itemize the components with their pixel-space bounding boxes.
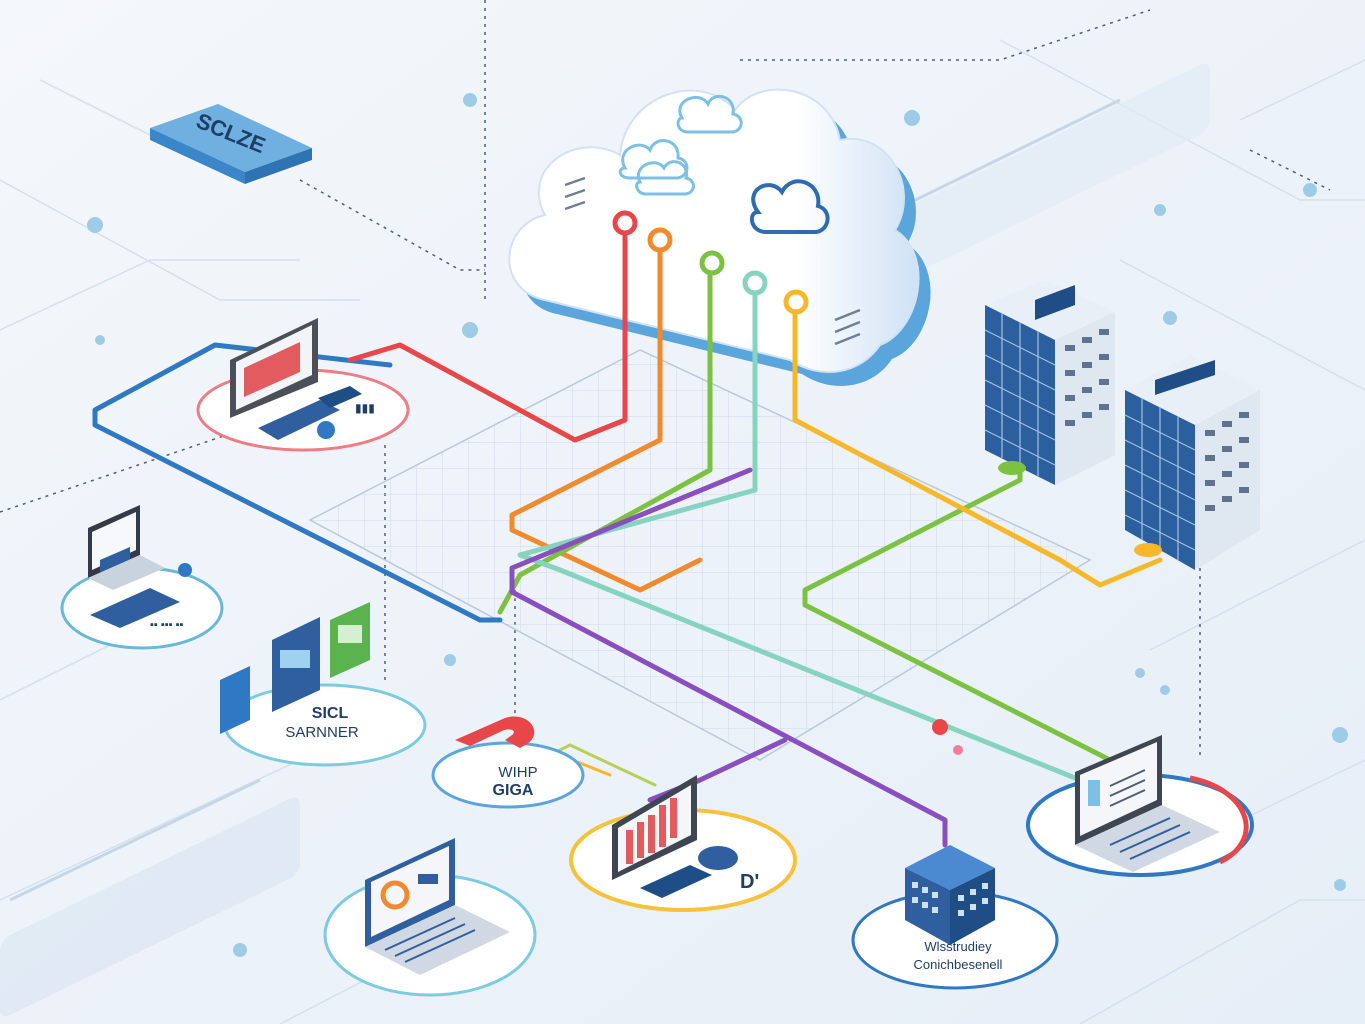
whp-node: WIHP GIGA (431, 716, 585, 809)
magnet-icon (455, 716, 535, 748)
svg-text:▪▪ ▪▪▪ ▪▪: ▪▪ ▪▪▪ ▪▪ (150, 619, 184, 631)
monitor-icon (612, 775, 697, 880)
scanner-label-line1: SICL (312, 705, 349, 722)
small-cloud-icon (749, 179, 830, 234)
background-panels (0, 63, 1210, 1017)
svg-text:▮▮▮: ▮▮▮ (355, 401, 375, 415)
laptop-icon (88, 505, 165, 590)
small-cloud-icon (676, 94, 743, 134)
laptop-icon (365, 838, 510, 975)
pipe-green-right (802, 467, 1113, 763)
pipe-blue (92, 342, 503, 623)
connection-pipes (92, 222, 1163, 848)
pipe-purple (509, 467, 948, 848)
whp-label-line1: WIHP (498, 764, 537, 781)
wstudy-label-line1: Wlsstrudiey (924, 939, 992, 954)
server-icon (984, 280, 1115, 485)
status-dot (953, 745, 963, 755)
laptop-node: ▪▪ ▪▪▪ ▪▪ (60, 505, 224, 650)
pipe-teal (517, 282, 1083, 783)
pipe-orange (509, 237, 703, 593)
floor-grid (308, 349, 1092, 761)
phone-icon (220, 602, 370, 734)
small-cloud-icon (635, 160, 695, 196)
device-text: D' (740, 871, 759, 893)
server-icon (1124, 355, 1260, 570)
scanner-node: SICL SARNNER (220, 602, 427, 767)
pipe-yellow (792, 302, 1163, 588)
status-dot (932, 719, 948, 735)
wstudy-label-line2: Conichbesenell (914, 957, 1003, 972)
laptop-node-bottom (323, 838, 537, 997)
pipe-ring-icons (612, 210, 809, 315)
scanner-label-line2: SARNNER (285, 724, 359, 741)
analytics-node: D' (569, 775, 797, 912)
whp-label-line2: GIGA (493, 782, 534, 799)
small-cloud-icon (618, 139, 689, 180)
laptop-node-right (1026, 735, 1254, 877)
database-icon (905, 845, 995, 945)
decorative-dots (87, 93, 1348, 957)
cloud-menu-lines (564, 176, 861, 346)
database-node: Wlsstrudiey Conichbesenell (851, 845, 1059, 990)
monitor-icon (230, 318, 318, 418)
workstation-node: ▮▮▮ (196, 318, 410, 452)
pipe-red (347, 222, 628, 443)
laptop-icon (1075, 735, 1220, 872)
